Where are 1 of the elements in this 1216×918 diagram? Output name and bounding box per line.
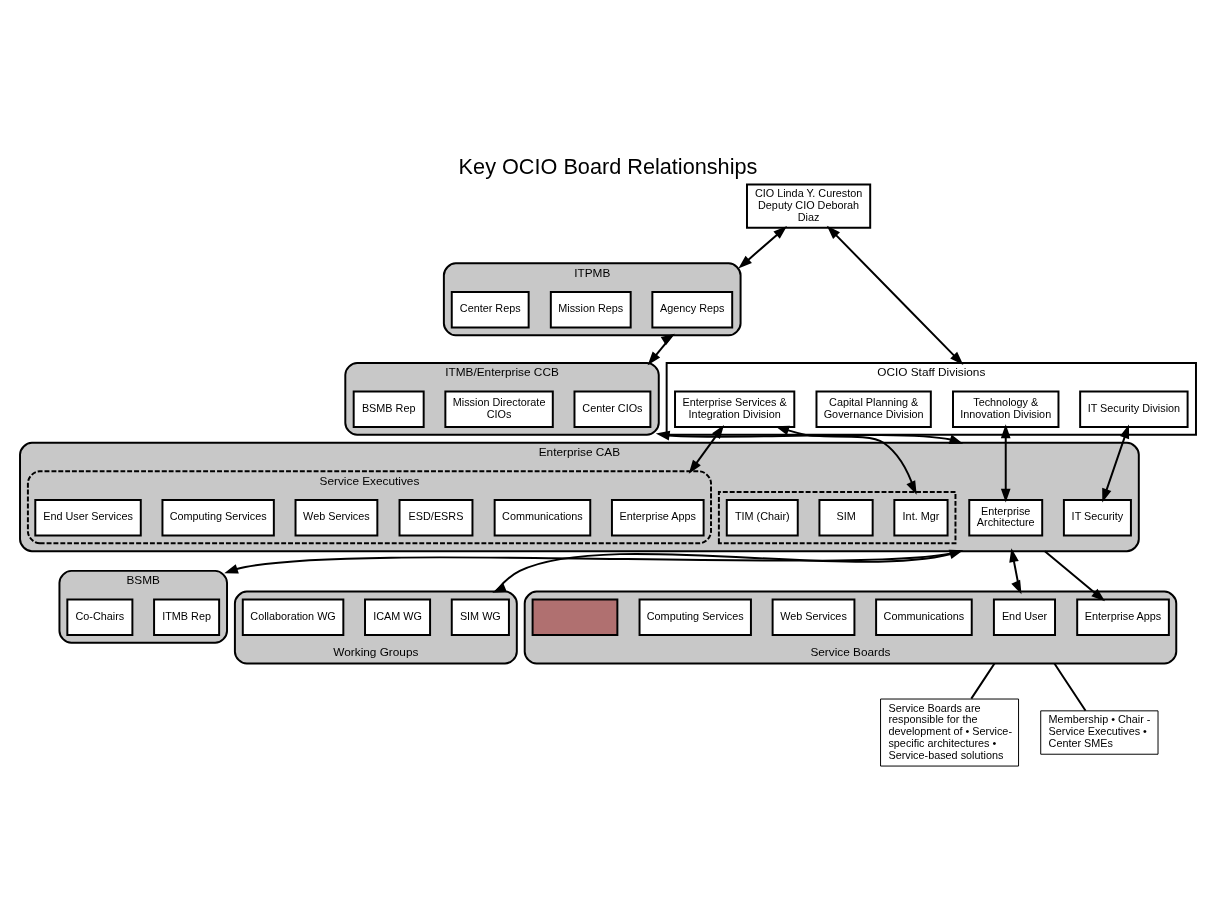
diagram-title: Key OCIO Board Relationships bbox=[458, 153, 758, 179]
